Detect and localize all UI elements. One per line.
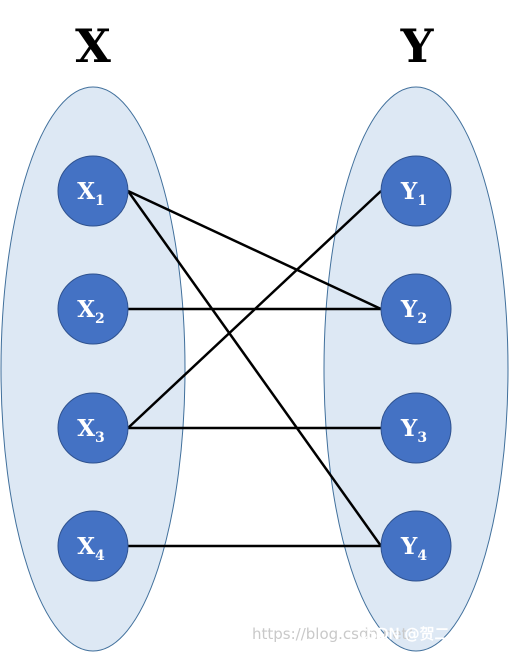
node-label: X1 [77,178,105,209]
node-letter: X [77,533,95,560]
node-label: Y4 [400,533,427,564]
set-y-title: Y [400,19,435,73]
node-label: X4 [77,533,105,564]
node-subscript: 1 [417,193,427,209]
set-y-ellipse [323,86,509,652]
set-x-ellipse [0,86,186,652]
node-label: Y1 [400,178,427,209]
watermark-url: https://blog.csdn.net/ [252,625,413,643]
node-y2: Y2 [380,273,452,345]
edges-group [126,189,383,548]
node-x4: X4 [57,510,129,582]
node-y1: Y1 [380,155,452,227]
node-subscript: 3 [95,430,105,446]
edge-x1-y2 [127,189,382,311]
set-x-title: X [75,19,111,73]
node-subscript: 2 [417,311,427,327]
node-subscript: 1 [95,193,105,209]
node-letter: Y [400,533,418,560]
node-y3: Y3 [380,392,452,464]
node-circle [57,510,129,582]
node-subscript: 2 [95,311,105,327]
node-subscript: 4 [95,548,105,564]
node-circle [380,155,452,227]
node-label: X3 [77,415,105,446]
node-circle [57,155,129,227]
node-letter: X [77,415,95,442]
node-x1: X1 [57,155,129,227]
node-label: X2 [77,296,105,327]
node-circle [380,510,452,582]
node-subscript: 3 [417,430,427,446]
node-circle [380,392,452,464]
node-x3: X3 [57,392,129,464]
node-circle [380,273,452,345]
node-label: Y3 [400,415,427,446]
edge-x3-y1 [127,190,382,429]
node-circle [57,273,129,345]
node-circle [57,392,129,464]
node-letter: Y [400,178,418,205]
node-letter: Y [400,296,418,323]
watermark-brand: CSDN @贺二公子 [357,625,480,643]
node-x2: X2 [57,273,129,345]
node-letter: X [77,178,95,205]
edge-x1-y4 [126,190,383,547]
node-letter: X [77,296,95,323]
node-y4: Y4 [380,510,452,582]
node-letter: Y [400,415,418,442]
node-label: Y2 [400,296,427,327]
node-subscript: 4 [417,548,427,564]
